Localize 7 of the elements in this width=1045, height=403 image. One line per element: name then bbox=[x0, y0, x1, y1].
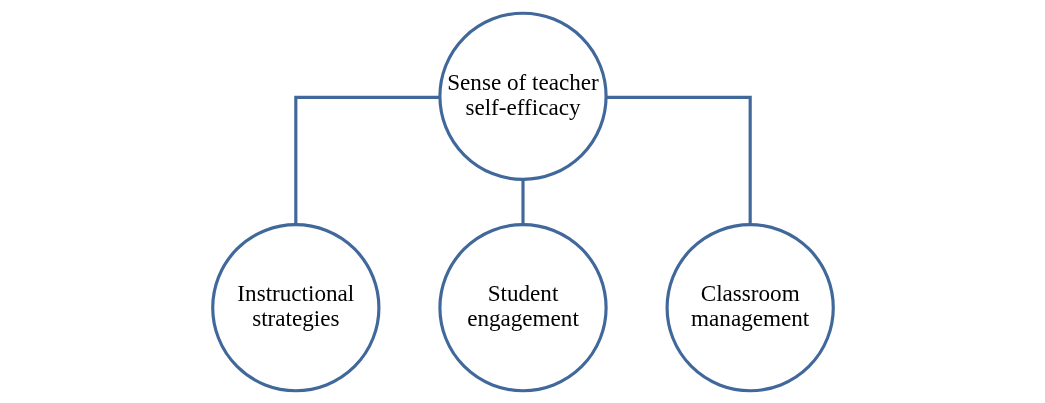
connector bbox=[605, 95, 752, 225]
connector bbox=[520, 179, 525, 225]
node-circle: Student engagement bbox=[437, 222, 608, 392]
node-circle: Instructional strategies bbox=[210, 222, 380, 392]
node-circle: Classroom management bbox=[665, 222, 835, 392]
connector bbox=[293, 95, 440, 225]
node-circle: Sense of teacher self-efficacy bbox=[437, 11, 608, 181]
